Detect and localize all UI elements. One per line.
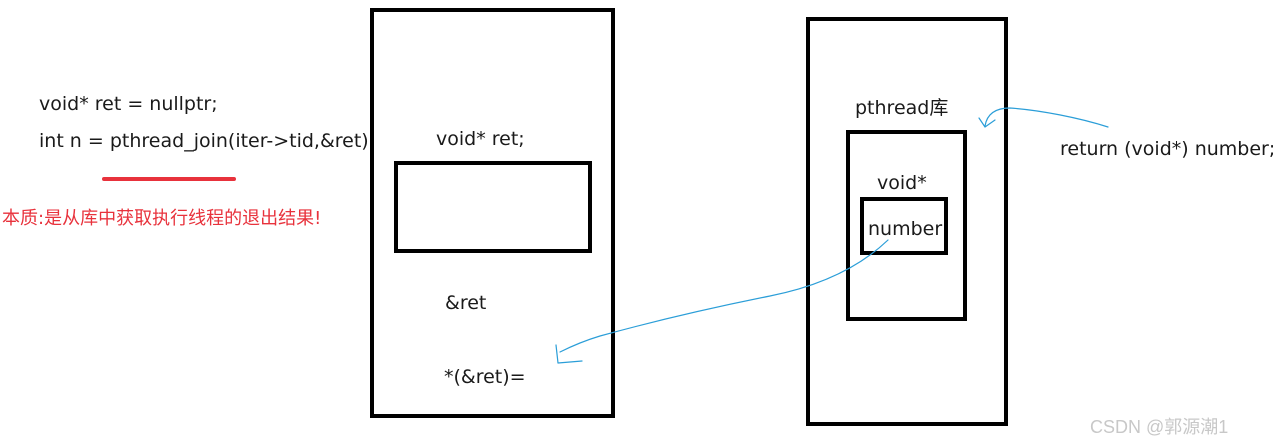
code-line-ret-decl: void* ret = nullptr;: [39, 93, 218, 115]
number-to-ret-arrow: [559, 239, 889, 353]
number-box: [860, 197, 948, 255]
red-underline: [102, 177, 236, 181]
number-label: number: [868, 218, 943, 240]
return-to-library-arrow: [984, 107, 1109, 128]
deref-assignment-label: *(&ret)=: [444, 366, 526, 388]
code-line-pthread-join: int n = pthread_join(iter->tid,&ret);: [39, 130, 376, 152]
watermark: CSDN @郭源潮1: [1090, 417, 1229, 437]
number-to-ret-arrowhead: [555, 344, 583, 364]
ret-address-label: &ret: [445, 292, 487, 314]
ret-variable-box: [394, 161, 592, 253]
void-pointer-label: void*: [877, 172, 927, 194]
pthread-library-frame: [806, 17, 1008, 426]
essence-annotation: 本质:是从库中获取执行线程的退出结果!: [2, 208, 322, 229]
return-value-box: [846, 130, 967, 321]
return-to-library-arrowhead: [978, 117, 996, 128]
ret-declaration: void* ret;: [436, 128, 525, 150]
pthread-library-label: pthread库: [855, 97, 949, 119]
return-statement: return (void*) number;: [1060, 138, 1273, 160]
caller-stack-frame: [370, 8, 615, 418]
